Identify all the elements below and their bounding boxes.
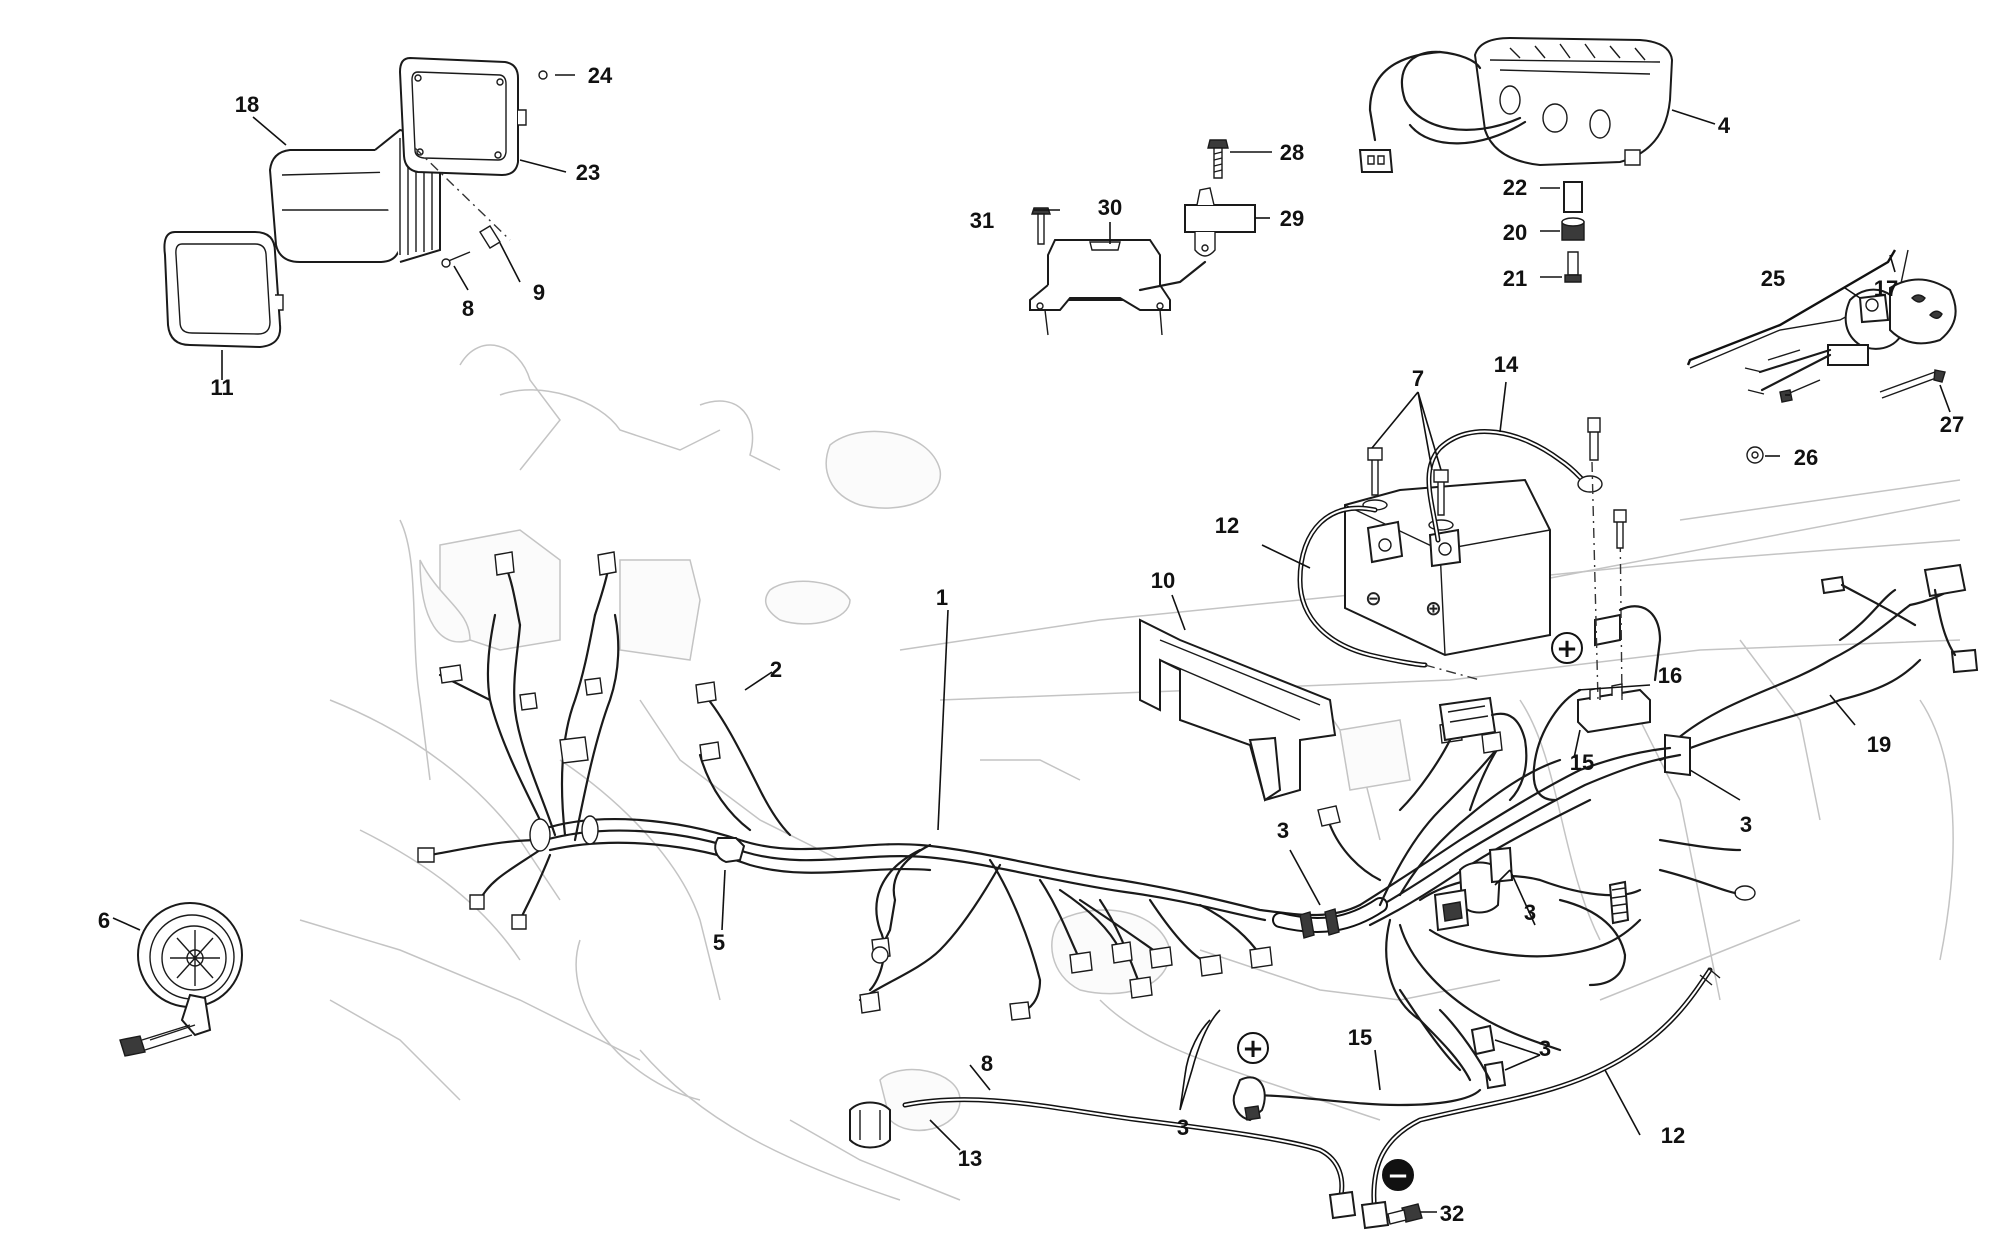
callout-1: 1 [936, 585, 948, 610]
callout-13: 13 [958, 1146, 982, 1171]
callout-18: 18 [235, 92, 259, 117]
relay-29 [1138, 187, 1256, 292]
callout-9: 9 [533, 280, 545, 305]
callout-14: 14 [1494, 352, 1519, 377]
negative-symbol-text: − [1387, 1161, 1409, 1191]
bolt-28 [1207, 139, 1229, 179]
callout-19: 19 [1867, 732, 1891, 757]
cable-13 [902, 1097, 1357, 1220]
bolt-31 [1031, 207, 1051, 245]
callout-3-right: 3 [1740, 812, 1752, 837]
callout-22: 22 [1503, 175, 1527, 200]
main-harness-1 [417, 551, 1756, 1082]
negative-symbol: − [1382, 1159, 1414, 1191]
callout-16: 16 [1658, 663, 1682, 688]
callout-21: 21 [1503, 266, 1527, 291]
callout-17: 17 [1874, 276, 1898, 301]
svg-text:⊕: ⊕ [1425, 596, 1442, 620]
callout-8-lower: 8 [981, 1051, 993, 1076]
positive-cable-15-upper [1532, 605, 1662, 802]
positive-cable-15-lower [1232, 1076, 1482, 1122]
callout-15-upper: 15 [1570, 750, 1594, 775]
callout-25: 25 [1761, 266, 1785, 291]
positive-symbol-upper-text: + [1556, 634, 1578, 664]
cable-clamps-3-lower [1398, 988, 1507, 1090]
spacer-22 [1563, 181, 1583, 213]
screw-27 [1879, 369, 1946, 399]
motorcycle-frame-ghost [299, 344, 1961, 1201]
headlight-rim-11 [163, 231, 284, 349]
callout-30: 30 [1098, 195, 1122, 220]
callout-3-lower: 3 [1539, 1036, 1551, 1061]
positive-symbol-upper: + [1551, 632, 1583, 664]
control-unit-bracket-30 [1029, 239, 1171, 336]
callout-12-lower: 12 [1661, 1123, 1685, 1148]
callout-5: 5 [713, 930, 725, 955]
dashed-mount-line [1591, 461, 1627, 701]
fuse-box-16 [1577, 613, 1651, 734]
positive-symbol-lower: + [1237, 1032, 1269, 1064]
callout-3-middle: 3 [1277, 818, 1289, 843]
bulb-17 [1858, 293, 1890, 324]
callout-8-top: 8 [462, 296, 474, 321]
nut-26 [1746, 446, 1764, 464]
screw-8-top [441, 251, 471, 268]
horn-6 [119, 902, 243, 1057]
callout-20: 20 [1503, 220, 1527, 245]
battery-cable-14 [1426, 417, 1603, 543]
callout-15-lower: 15 [1348, 1025, 1372, 1050]
turn-signal-group-25 [1689, 249, 1957, 395]
callout-3-left: 3 [1177, 1115, 1189, 1140]
callout-28: 28 [1280, 140, 1304, 165]
callout-7: 7 [1412, 366, 1424, 391]
svg-text:⊖: ⊖ [1365, 586, 1382, 610]
callout-4: 4 [1718, 113, 1731, 138]
ground-cable-12-upper [1297, 505, 1481, 681]
callout-labels: 1 2 3 3 3 3 3 4 5 6 7 8 8 9 10 11 12 12 … [98, 63, 1964, 1226]
headlight-fins [399, 138, 433, 255]
callout-27: 27 [1940, 412, 1964, 437]
callout-11: 11 [210, 375, 233, 400]
screw-25-side [1779, 379, 1821, 403]
battery-holder-10 [1139, 618, 1337, 802]
tail-light-4 [1358, 36, 1674, 173]
headlight-bracket-23 [398, 56, 527, 177]
adjuster-9 [414, 147, 511, 249]
callout-32: 32 [1440, 1201, 1464, 1226]
battery: ⊖ ⊕ [1344, 478, 1551, 657]
callout-12-upper: 12 [1215, 513, 1239, 538]
callout-26: 26 [1794, 445, 1818, 470]
screw-21 [1564, 251, 1582, 283]
callout-31: 31 [970, 208, 994, 233]
grommet-20 [1561, 217, 1585, 241]
callout-23: 23 [576, 160, 600, 185]
callout-10: 10 [1151, 568, 1175, 593]
callout-3-center: 3 [1524, 900, 1536, 925]
rear-harness-19 [1658, 563, 1979, 762]
callout-24: 24 [588, 63, 613, 88]
starter-relay-8 [849, 1101, 891, 1149]
positive-symbol-lower-text: + [1242, 1034, 1264, 1064]
ground-cable-12-lower [1360, 967, 1721, 1230]
screw-24 [538, 70, 548, 80]
group-bracket-25 [1686, 249, 1897, 366]
leader-lines [112, 74, 1951, 1213]
bolt-32 [1387, 1203, 1423, 1225]
callout-2: 2 [770, 657, 782, 682]
callout-29: 29 [1280, 206, 1304, 231]
callout-6: 6 [98, 908, 110, 933]
